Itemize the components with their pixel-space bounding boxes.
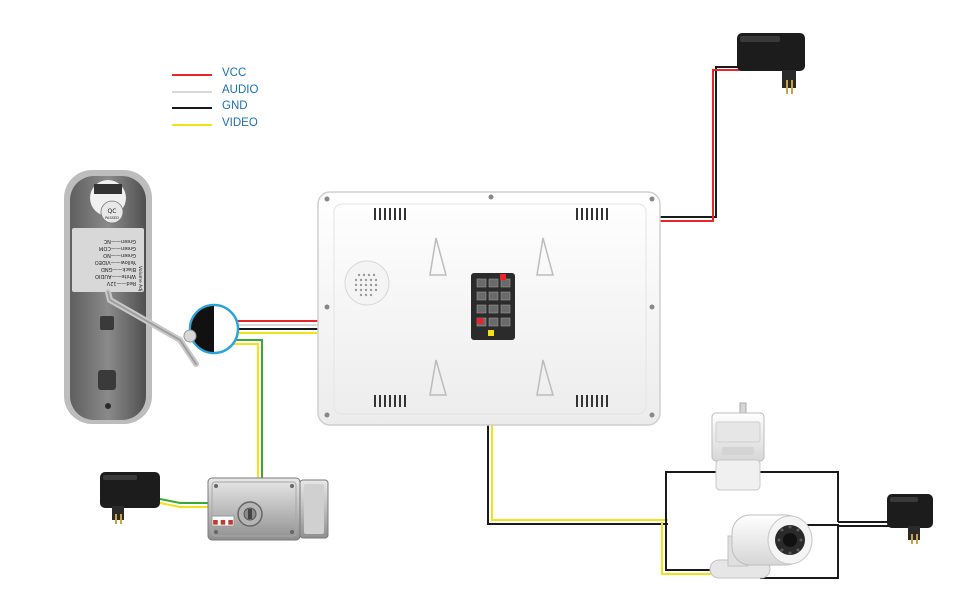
legend-swatch-audio — [172, 90, 212, 93]
outdoor-doorbell: QC PASSED Red——12V White——AUDIO Black——G… — [64, 170, 199, 424]
qc-badge — [100, 200, 124, 224]
legend-label-vcc: VCC — [222, 67, 247, 79]
power-adapter-monitor — [737, 33, 805, 94]
legend-swatch-vcc — [172, 74, 212, 76]
doorbell-label-line-7: Green——NC — [103, 238, 136, 244]
power-adapter-camera — [887, 494, 933, 544]
legend-swatch-gnd — [172, 107, 212, 109]
legend-label-video: VIDEO — [222, 116, 258, 129]
indoor-monitor — [317, 191, 661, 426]
vent-bottom-right — [576, 395, 608, 407]
doorbell-label-line-2: White——AUDIO — [95, 273, 136, 279]
legend-swatch-video — [172, 123, 212, 126]
cctv-camera — [709, 514, 813, 579]
speaker-grille — [344, 260, 390, 306]
legend-label-gnd: GND — [222, 100, 248, 112]
qc-badge-subtext: PASSED — [105, 216, 119, 220]
volume-adj-label: Volume Adj — [137, 266, 143, 291]
wire-doorbell-to-lock — [232, 339, 263, 485]
doorbell-label-line-3: Black——GND — [101, 266, 136, 272]
doorbell-label-line-4: Yellow——VIDEO — [95, 259, 137, 265]
vent-top-left — [374, 208, 406, 220]
doorbell-label-line-5: Green——NO — [103, 252, 136, 258]
pir-motion-sensor — [711, 402, 765, 491]
terminal-block — [471, 273, 515, 340]
vent-top-right — [576, 208, 608, 220]
cable-connector-highlight — [183, 303, 240, 355]
mount-hooks — [429, 237, 554, 396]
wire-camera-sensor-loop — [661, 471, 890, 579]
vent-bottom-left — [374, 395, 406, 407]
wire-lock-power — [154, 497, 212, 508]
doorbell-label-line-6: Green——COM — [99, 245, 136, 251]
lock-label: ■ ■ ■ — [213, 519, 234, 526]
doorbell-label-line-1: Red——12V — [106, 280, 136, 286]
power-adapter-lock — [100, 472, 160, 524]
electric-lock: ■ ■ ■ — [207, 477, 329, 541]
qc-badge-text: QC — [108, 208, 117, 215]
legend-label-audio: AUDIO — [222, 83, 259, 96]
